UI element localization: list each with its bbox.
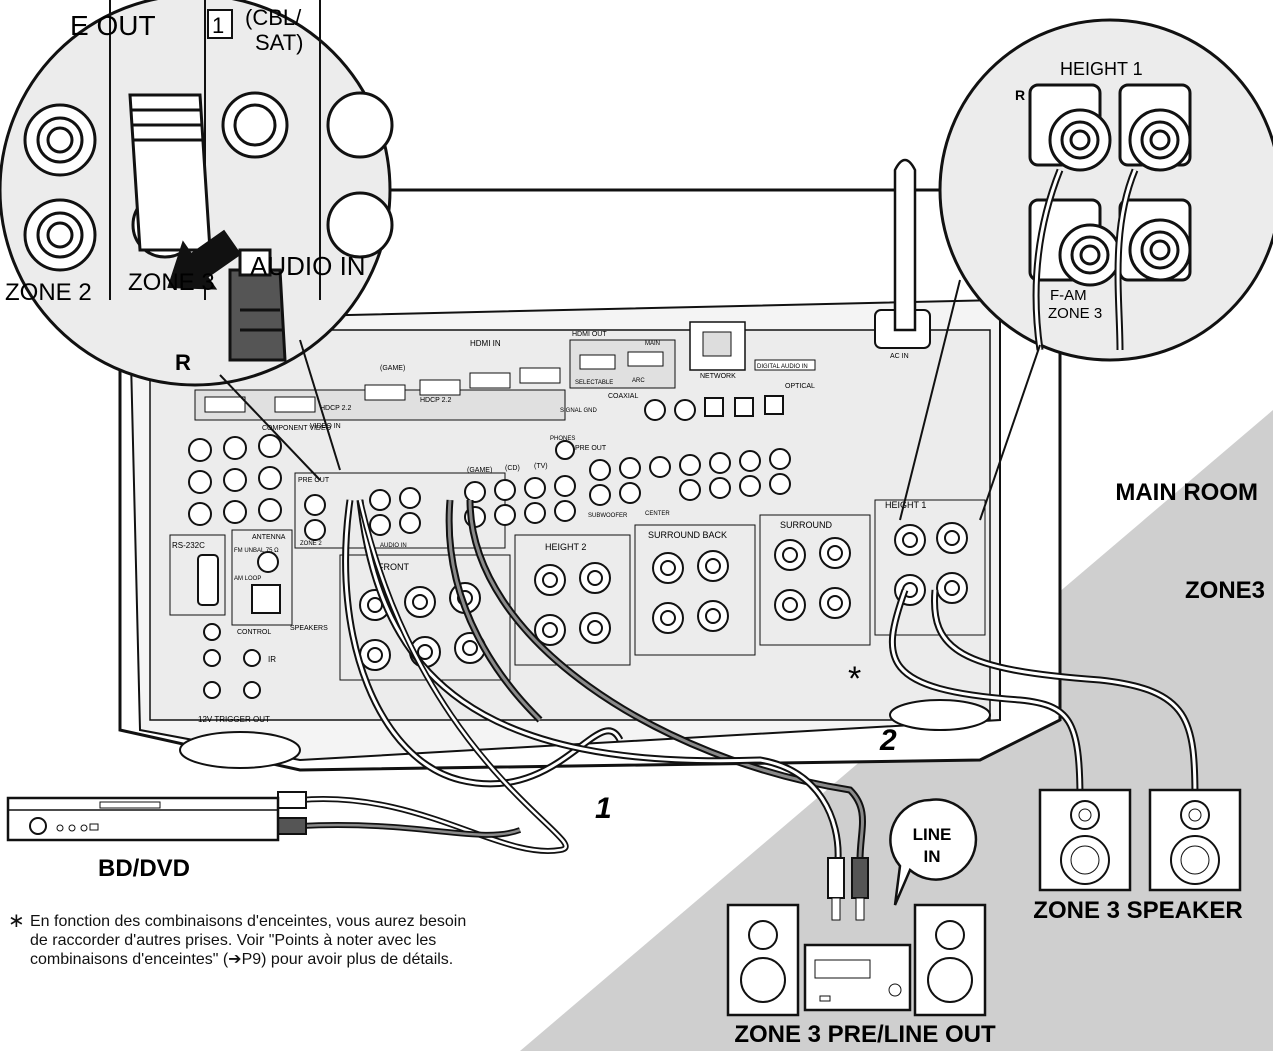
surround-label: SURROUND xyxy=(780,520,833,530)
zoom-one-label: 1 xyxy=(212,13,224,38)
am-loop-label: AM LOOP xyxy=(234,576,261,582)
pre-out-label: PRE OUT xyxy=(575,445,607,452)
network-label: NETWORK xyxy=(700,373,736,380)
coaxial-label: COAXIAL xyxy=(608,393,638,400)
zoom-audio-in-label: AUDIO IN xyxy=(250,251,366,281)
zone3-preline-out-label: ZONE 3 PRE/LINE OUT xyxy=(734,1021,996,1048)
step-1-label: 1 xyxy=(595,792,612,825)
zone3-speaker-left xyxy=(1038,788,1132,892)
wireless-antenna xyxy=(893,158,917,332)
game-label-audio: (GAME) xyxy=(467,467,492,474)
zoom-height1-label: HEIGHT 1 xyxy=(1060,59,1143,79)
line-in-callout: LINE IN xyxy=(889,798,978,906)
hdmi-out-label: HDMI OUT xyxy=(572,331,607,338)
pre-out-section: PRE OUT PHONES SIGNAL GND SUBWOOFER CENT… xyxy=(550,408,791,519)
zoom-left-pointer-2 xyxy=(219,374,321,481)
zoom-sat-label: SAT) xyxy=(255,30,303,55)
zoom-r-right-label: R xyxy=(1015,87,1025,103)
front-label: FRONT xyxy=(378,562,409,572)
bd-dvd-label: BD/DVD xyxy=(98,855,190,882)
bd-dvd-player xyxy=(6,796,280,842)
footnote: ∗ En fonction des combinaisons d'enceint… xyxy=(8,910,488,969)
cable-rca-to-zone3 xyxy=(342,499,866,861)
zoom-circle-left: E OUT 1 (CBL/ SAT) ZONE 2 ZONE 3 AUDIO I… xyxy=(0,0,394,387)
zone3-amp-rca-plugs xyxy=(827,857,869,921)
rs232c-label: RS-232C xyxy=(172,541,205,550)
main-room-label: MAIN ROOM xyxy=(1115,479,1258,506)
zone3-region-label: ZONE3 xyxy=(1185,577,1265,604)
asterisk-marker: * xyxy=(848,660,861,698)
height2-label: HEIGHT 2 xyxy=(545,542,586,552)
ir-label: IR xyxy=(268,655,276,664)
tv-label: (TV) xyxy=(534,463,548,470)
zoom-out-label: E OUT xyxy=(70,10,156,41)
hdmi-out-section: HDMI OUT SELECTABLE ARC MAIN xyxy=(569,331,676,389)
digital-audio-in-label: DIGITAL AUDIO IN xyxy=(757,364,808,370)
cable-bd-dvd xyxy=(299,499,569,854)
hdcp-label-1: HDCP 2.2 xyxy=(320,405,351,412)
control-label: CONTROL xyxy=(237,629,271,636)
zoom-cbl-label: (CBL/ xyxy=(245,5,302,30)
main-label: MAIN xyxy=(645,341,660,347)
selectable-label: SELECTABLE xyxy=(575,380,613,386)
center-label: CENTER xyxy=(645,511,670,517)
step-2-label: 2 xyxy=(879,724,897,757)
zoom-zone3-right-label: ZONE 3 xyxy=(1048,305,1102,322)
component-video-label: COMPONENT VIDEO xyxy=(262,425,332,432)
zoom-r-label: R xyxy=(175,350,191,375)
network-port: NETWORK xyxy=(689,321,746,380)
signal-gnd-label: SIGNAL GND xyxy=(560,408,597,414)
audio-jacks-row: PRE OUT ZONE 2 AUDIO IN (GAME) (CD) (TV) xyxy=(294,463,576,549)
cd-label: (CD) xyxy=(505,465,520,472)
pre-out-zone-label: PRE OUT xyxy=(298,477,330,484)
zoom-circle-right: HEIGHT 1 R L F-AM ZONE 3 xyxy=(938,18,1273,362)
subwoofer-label: SUBWOOFER xyxy=(588,513,628,519)
cable-speaker-wires xyxy=(888,588,1199,801)
surround-back-label: SURROUND BACK xyxy=(648,530,727,540)
bd-dvd-rca-plugs xyxy=(277,791,307,835)
hdcp-label-2: HDCP 2.2 xyxy=(420,397,451,404)
antenna-label: ANTENNA xyxy=(252,534,286,541)
ac-in-label: AC IN xyxy=(890,353,909,360)
component-video-jacks: COMPONENT VIDEO VIDEO IN xyxy=(188,423,341,526)
hdmi-in-label: HDMI IN xyxy=(470,339,501,348)
footnote-star: ∗ xyxy=(8,910,25,932)
zone3-speaker-right xyxy=(1148,788,1242,892)
fm-unbal-label: FM UNBAL 75 Ω xyxy=(234,548,279,554)
zoom-right-pointer-2 xyxy=(979,344,1041,521)
zone2-label-panel: ZONE 2 xyxy=(300,541,322,547)
line-in-label-1: LINE xyxy=(913,825,952,844)
trigger-out-label: 12V TRIGGER OUT xyxy=(198,715,270,724)
hdmi-in-section: HDMI IN HDCP 2.2 HDCP 2.2 (GAME) xyxy=(194,339,566,421)
zoom-fam-label: F-AM xyxy=(1050,287,1087,304)
zoom-zone2-label: ZONE 2 xyxy=(5,279,92,306)
zoom-zone3-label: ZONE 3 xyxy=(128,269,215,296)
left-io-column: RS-232C ANTENNA FM UNBAL 75 Ω AM LOOP CO… xyxy=(169,529,328,724)
zoom-left-pointer-1 xyxy=(299,339,341,471)
audio-in-label-panel: AUDIO IN xyxy=(380,543,407,549)
digital-audio-section: DIGITAL AUDIO IN OPTICAL COAXIAL xyxy=(608,359,816,421)
footnote-text: En fonction des combinaisons d'enceintes… xyxy=(30,913,467,968)
zone3-speaker-label: ZONE 3 SPEAKER xyxy=(1033,897,1242,924)
zoom-right-pointer-1 xyxy=(899,279,961,521)
optical-label: OPTICAL xyxy=(785,383,815,390)
line-in-label-2: IN xyxy=(924,847,941,866)
video-in-label: VIDEO IN xyxy=(310,423,341,430)
speaker-terminals: FRONT HEIGHT 2 SURROUND BACK SURROUND HE… xyxy=(339,499,986,681)
phones-label: PHONES xyxy=(550,436,575,442)
game-label-hdmi: (GAME) xyxy=(380,365,405,372)
arc-label: ARC xyxy=(632,378,645,384)
zone3-mini-system xyxy=(726,903,987,1017)
speakers-label: SPEAKERS xyxy=(290,625,328,632)
av-receiver: HDMI IN HDCP 2.2 HDCP 2.2 (GAME) HDMI OU… xyxy=(118,158,1062,772)
height1-label-panel: HEIGHT 1 xyxy=(885,500,926,510)
